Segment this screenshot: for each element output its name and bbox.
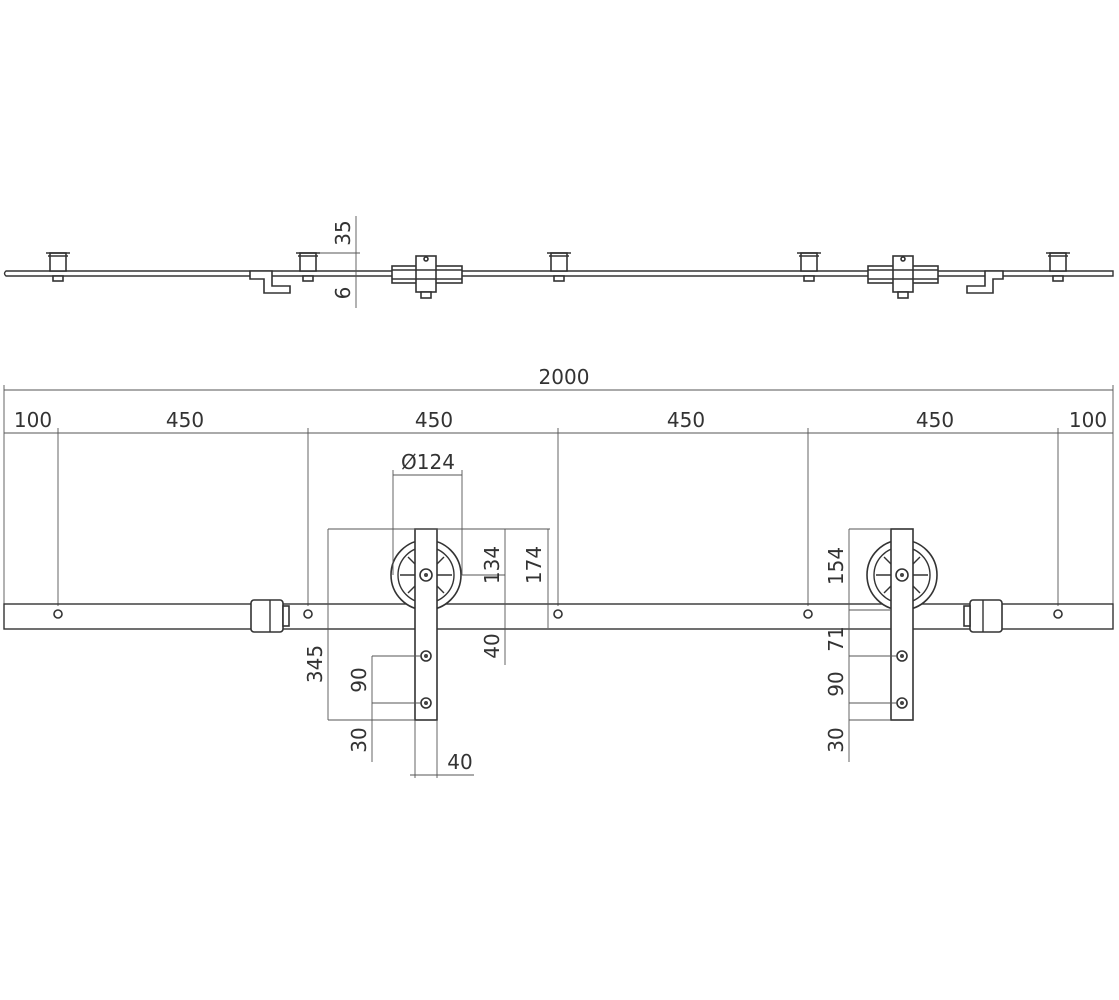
left-hanger <box>390 528 462 721</box>
top-stopper-right <box>966 270 1004 294</box>
top-stopper-left <box>249 270 291 294</box>
top-spacer-3 <box>547 252 571 282</box>
dim-90-left: 90 <box>347 667 371 692</box>
dim-30-right: 30 <box>824 727 848 752</box>
rail-screw-5 <box>1053 609 1063 619</box>
top-view: 35 6 <box>3 216 1114 308</box>
top-spacer-2 <box>296 252 320 282</box>
top-spacer-1 <box>46 252 70 282</box>
dim-345: 345 <box>303 645 327 683</box>
dim-71: 71 <box>824 626 848 651</box>
dim-spacing-1: 100 <box>14 408 52 432</box>
dim-spacing-2: 450 <box>166 408 204 432</box>
top-carriage-left <box>391 255 463 299</box>
rail-screw-4 <box>803 609 813 619</box>
top-carriage-right <box>867 255 939 299</box>
dim-strap-width: 40 <box>447 750 472 774</box>
front-view: 2000 100 450 450 450 450 100 <box>3 365 1114 778</box>
dim-spacing-4: 450 <box>667 408 705 432</box>
dim-134: 134 <box>480 546 504 584</box>
dim-35: 35 <box>331 220 355 245</box>
dim-90-right: 90 <box>824 671 848 696</box>
front-rail <box>3 603 1114 630</box>
dim-spacing-6: 100 <box>1069 408 1107 432</box>
dim-wheel-diameter: Ø124 <box>401 450 455 474</box>
top-spacer-5 <box>1046 252 1070 282</box>
top-spacer-4 <box>797 252 821 282</box>
dim-40-upper: 40 <box>480 633 504 658</box>
dim-spacing-3: 450 <box>415 408 453 432</box>
rail-screw-1 <box>53 609 63 619</box>
front-stopper-left <box>250 599 290 633</box>
dim-30-left: 30 <box>347 727 371 752</box>
dim-174: 174 <box>522 546 546 584</box>
front-stopper-right <box>963 599 1003 633</box>
rail-screw-3 <box>553 609 563 619</box>
rail-screw-2 <box>303 609 313 619</box>
dim-154: 154 <box>824 547 848 585</box>
dim-spacing-5: 450 <box>916 408 954 432</box>
right-hanger <box>866 528 938 721</box>
dim-overall-length: 2000 <box>539 365 590 389</box>
dim-6: 6 <box>331 287 355 300</box>
